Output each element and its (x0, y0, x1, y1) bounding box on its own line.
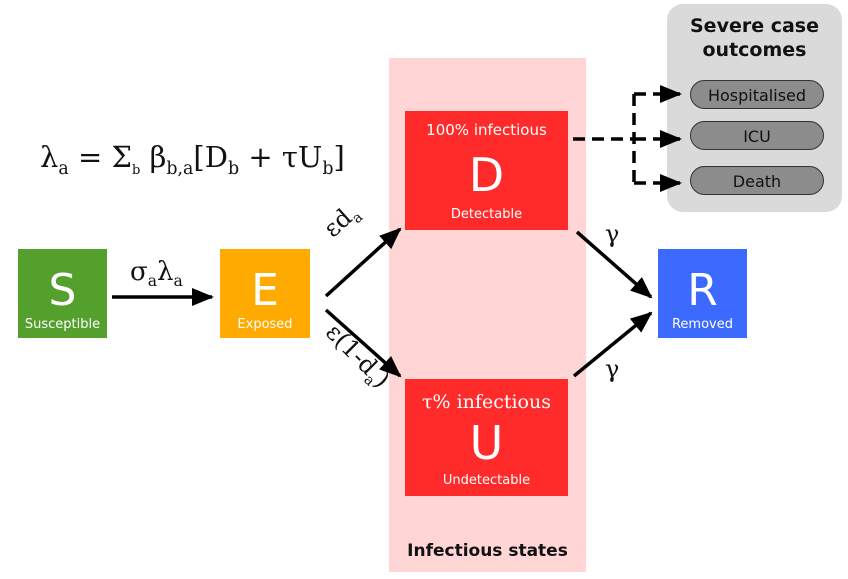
eq-u-sub: b (322, 158, 334, 179)
node-d-label: Detectable (450, 207, 523, 222)
label-s-to-e-lambda: λ (157, 257, 174, 287)
eq-lambda: λ (40, 140, 59, 174)
arrow-e-to-d (324, 227, 402, 298)
label-s-to-e: σaλa (130, 257, 183, 290)
node-d-infectiousness: 100% infectious (426, 121, 547, 139)
node-u-letter: U (469, 416, 504, 470)
outcome-death: Death (690, 166, 824, 195)
severe-outcomes-title-line2: outcomes (702, 39, 807, 61)
label-u-to-r: γ (605, 355, 620, 383)
severe-outcomes-title: Severe case outcomes (667, 14, 842, 62)
node-exposed: E Exposed (220, 249, 310, 338)
arrow-e-to-u (324, 308, 402, 378)
node-r-letter: R (687, 265, 718, 316)
node-d-letter: D (468, 148, 505, 202)
node-e-label: Exposed (237, 317, 293, 332)
eq-plus-tau-u: + τU (239, 140, 323, 174)
eq-beta: β (140, 140, 167, 174)
arrow-u-to-r (572, 311, 653, 378)
eq-sigma-sub: b (132, 162, 141, 178)
outcome-icu: ICU (690, 121, 824, 150)
arrow-d-to-severe-outcomes (573, 85, 682, 192)
label-s-to-e-lambda-sub: a (173, 272, 183, 291)
node-susceptible: S Susceptible (18, 249, 107, 338)
node-undetectable: τ% infectious U Undetectable (405, 379, 568, 496)
force-of-infection-equation: λa = Σb βb,a[Db + τUb] (40, 140, 345, 179)
eq-beta-sub: b,a (166, 158, 194, 179)
outcome-hospitalised: Hospitalised (690, 80, 824, 109)
label-d-to-r: γ (605, 220, 620, 248)
node-u-label: Undetectable (442, 473, 531, 488)
node-s-letter: S (48, 265, 77, 316)
eq-close: ] (333, 140, 345, 174)
arrow-d-to-r (575, 230, 653, 299)
label-s-to-e-sigma: σ (130, 257, 148, 287)
node-s-label: Susceptible (24, 317, 101, 332)
eq-lambda-sub: a (58, 158, 69, 179)
node-e-letter: E (251, 265, 279, 316)
node-detectable: 100% infectious D Detectable (405, 111, 568, 230)
eq-open-d: [D (193, 140, 228, 174)
node-u-infectiousness: τ% infectious (422, 391, 551, 413)
eq-d-sub: b (227, 158, 240, 179)
infectious-states-title: Infectious states (407, 541, 568, 561)
node-r-label: Removed (671, 317, 733, 332)
eq-equals-sigma: = Σ (68, 140, 133, 174)
label-s-to-e-sigma-sub: a (147, 272, 158, 291)
node-removed: R Removed (658, 249, 747, 338)
severe-outcomes-title-line1: Severe case (690, 15, 819, 37)
